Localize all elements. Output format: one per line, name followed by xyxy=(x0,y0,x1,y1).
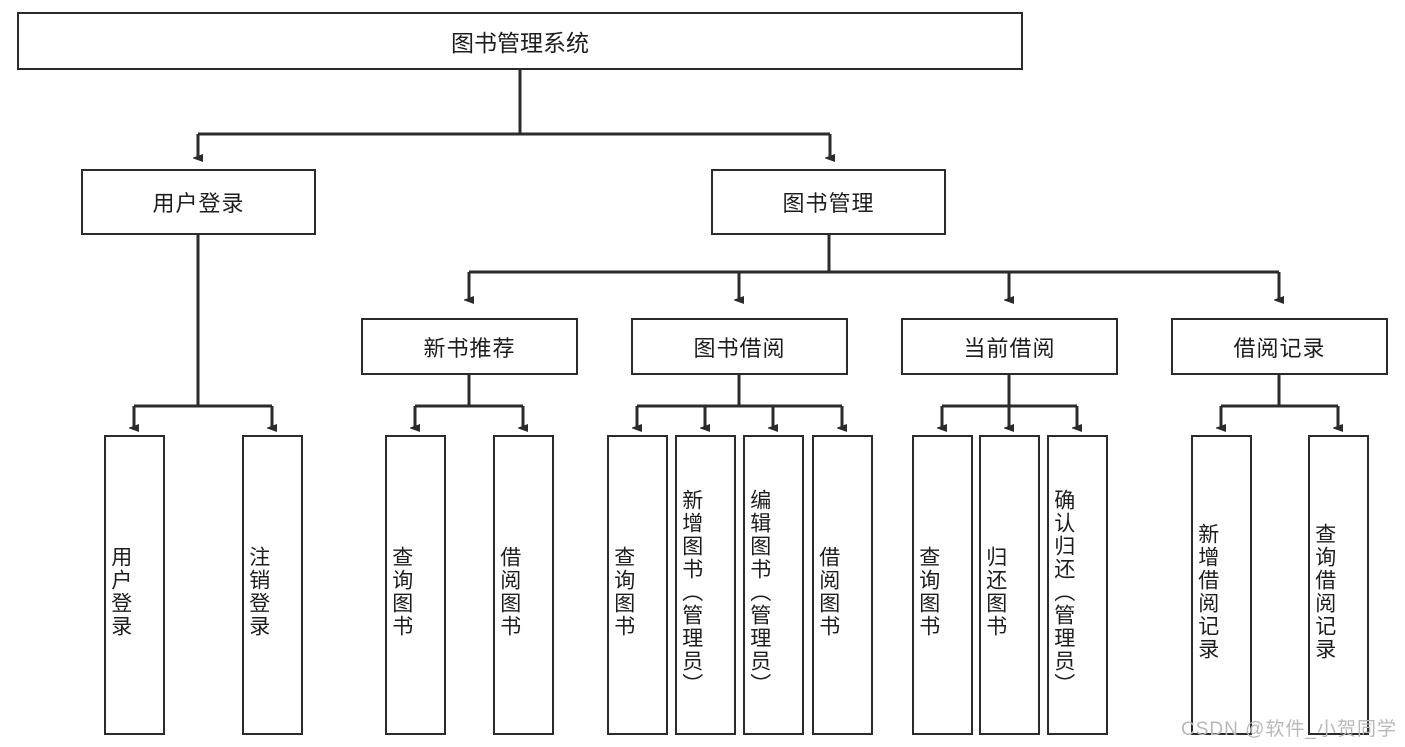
leaf-label: 查询图书 xyxy=(916,546,940,638)
node-label: 图书管理系统 xyxy=(451,30,589,56)
leaf-borrow-borrow-book[interactable]: 借阅图书 xyxy=(812,435,873,735)
node-label: 当前借阅 xyxy=(963,335,1056,361)
leaf-user-login-logout[interactable]: 注销登录 xyxy=(242,435,303,735)
node-label: 用户登录 xyxy=(152,191,245,216)
leaf-borrow-query-book[interactable]: 查询图书 xyxy=(607,435,668,735)
leaf-label: 查询图书 xyxy=(611,546,635,638)
leaf-label: 编辑图书（管理员） xyxy=(747,488,771,696)
leaf-label: 借阅图书 xyxy=(497,546,521,638)
leaf-borrow-edit-book-admin[interactable]: 编辑图书（管理员） xyxy=(743,435,804,735)
leaf-current-query-book[interactable]: 查询图书 xyxy=(912,435,973,735)
node-label: 借阅记录 xyxy=(1233,335,1326,361)
leaf-current-confirm-return-admin[interactable]: 确认归还（管理员） xyxy=(1047,435,1108,735)
node-label: 图书借阅 xyxy=(693,335,786,361)
leaf-new-book-borrow-book[interactable]: 借阅图书 xyxy=(493,435,554,735)
node-borrow-record[interactable]: 借阅记录 xyxy=(1171,318,1388,375)
leaf-current-return-book[interactable]: 归还图书 xyxy=(979,435,1040,735)
leaf-label: 归还图书 xyxy=(983,546,1007,638)
node-book-management[interactable]: 图书管理 xyxy=(711,169,946,235)
leaf-label: 新增借阅记录 xyxy=(1195,523,1219,661)
leaf-record-add-borrow-record[interactable]: 新增借阅记录 xyxy=(1191,435,1252,735)
node-user-login[interactable]: 用户登录 xyxy=(81,169,316,235)
leaf-borrow-add-book-admin[interactable]: 新增图书（管理员） xyxy=(675,435,736,735)
leaf-record-query-borrow-record[interactable]: 查询借阅记录 xyxy=(1308,435,1369,735)
watermark: CSDN @软件_小贺同学 xyxy=(1181,719,1397,740)
leaf-user-login-login[interactable]: 用户登录 xyxy=(104,435,165,735)
leaf-label: 查询借阅记录 xyxy=(1312,523,1336,661)
leaf-label: 借阅图书 xyxy=(816,546,840,638)
node-current-borrow[interactable]: 当前借阅 xyxy=(901,318,1118,375)
leaf-label: 注销登录 xyxy=(246,546,270,638)
node-new-book-recommend[interactable]: 新书推荐 xyxy=(361,318,578,375)
node-book-borrow[interactable]: 图书借阅 xyxy=(631,318,848,375)
leaf-label: 查询图书 xyxy=(389,546,413,638)
node-label: 新书推荐 xyxy=(423,335,516,361)
leaf-label: 用户登录 xyxy=(108,546,132,638)
node-root-book-management-system[interactable]: 图书管理系统 xyxy=(17,12,1023,70)
leaf-new-book-query-book[interactable]: 查询图书 xyxy=(385,435,446,735)
leaf-label: 确认归还（管理员） xyxy=(1051,488,1075,696)
leaf-label: 新增图书（管理员） xyxy=(679,488,703,696)
node-label: 图书管理 xyxy=(782,191,875,216)
